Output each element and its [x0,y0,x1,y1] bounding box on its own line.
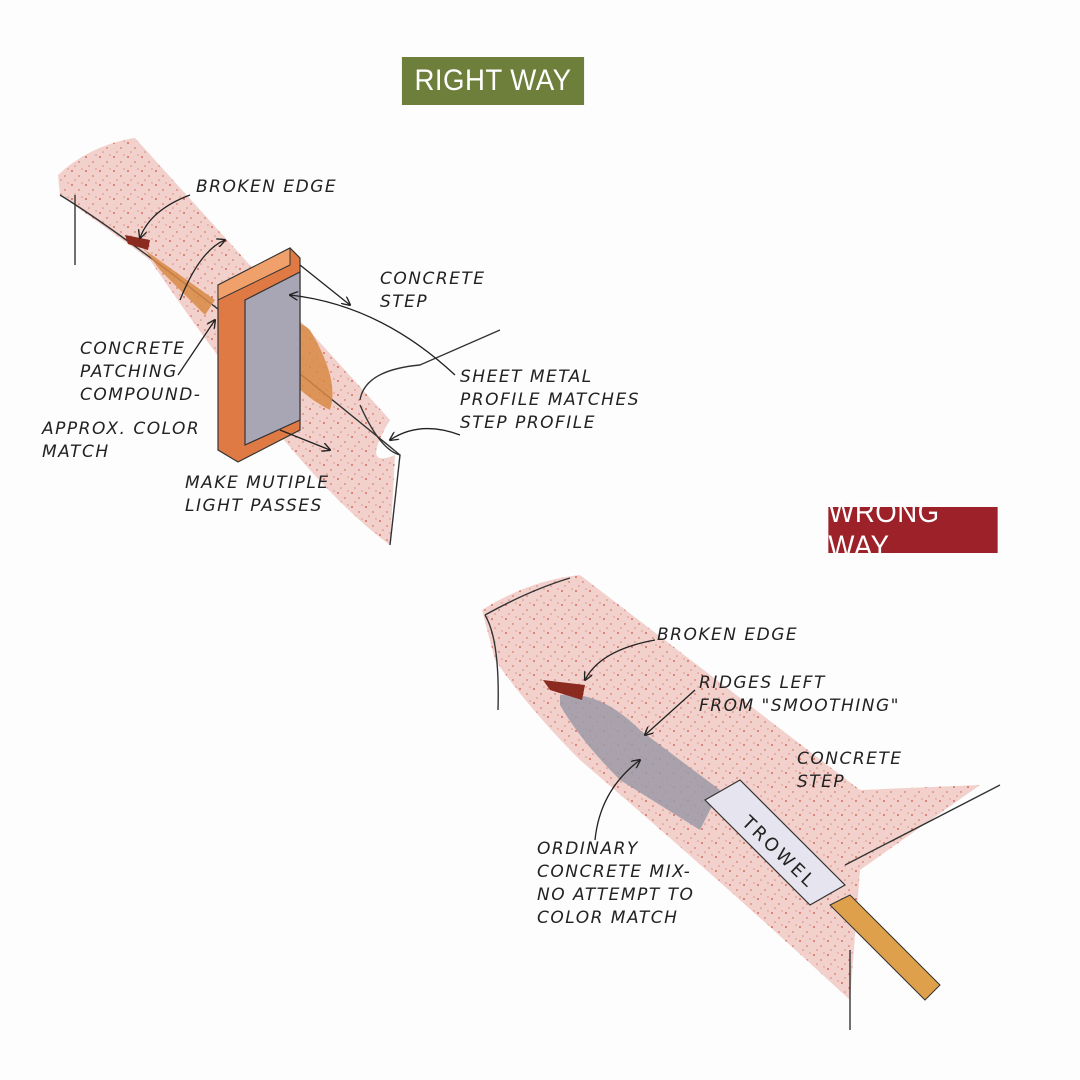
sheet-metal-label: SHEET METAL PROFILE MATCHES STEP PROFILE [460,367,640,433]
patching-compound-label: CONCRETE PATCHING COMPOUND- [80,339,202,405]
light-passes-label: MAKE MUTIPLE LIGHT PASSES [185,473,330,516]
approx-color-label: APPROX. COLOR MATCH [42,419,201,462]
wrong-concrete-step-label: CONCRETE STEP [797,749,903,792]
right-broken-edge-label: BROKEN EDGE [196,177,338,197]
screed-tool [217,247,301,463]
right-way-badge: RIGHT WAY [401,57,585,105]
ridges-label: RIDGES LEFT FROM "SMOOTHING" [699,673,900,716]
ordinary-mix-label: ORDINARY CONCRETE MIX- NO ATTEMPT TO COL… [537,839,695,928]
wrong-broken-edge-label: BROKEN EDGE [657,625,799,645]
wrong-way-badge: WRONG WAY [828,496,998,563]
right-concrete-step-label: CONCRETE STEP [380,269,486,312]
leader-lines [140,194,696,841]
